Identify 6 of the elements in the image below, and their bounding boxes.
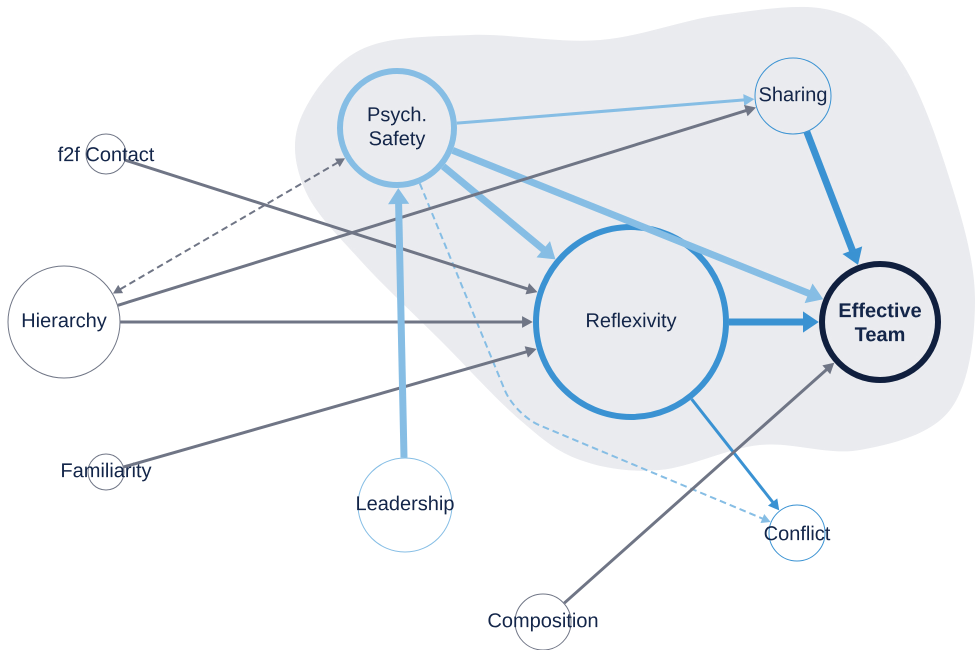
circle-node: Psych. Safety <box>337 68 457 188</box>
circle-node: Effective Team <box>819 261 941 383</box>
circle-node: Hierarchy <box>8 266 120 378</box>
circle-node: Leadership <box>357 458 454 552</box>
circle-node: Reflexivity <box>533 224 729 420</box>
circle-node: Sharing <box>754 58 832 134</box>
